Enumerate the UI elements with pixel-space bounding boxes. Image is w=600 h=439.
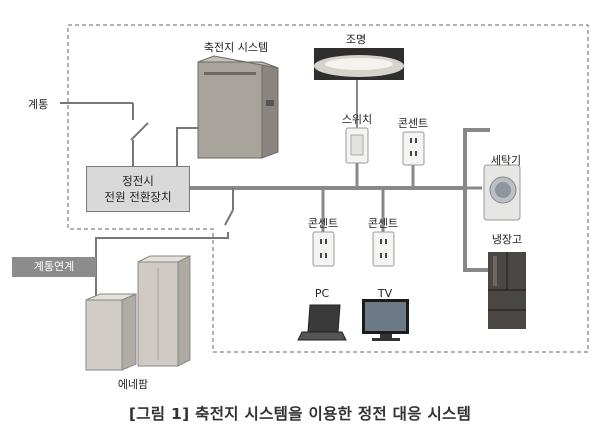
outlet-tv-icon <box>372 231 395 267</box>
ceiling-light-icon <box>314 48 404 80</box>
laptop-icon <box>297 304 347 341</box>
enefarm-label: 에네팜 <box>117 378 149 391</box>
tv-icon <box>362 299 409 341</box>
outlet-top-icon <box>402 131 425 166</box>
fridge-label: 냉장고 <box>491 233 523 246</box>
lighting-label: 조명 <box>345 33 367 46</box>
outlet-tv-label: 콘센트 <box>367 217 399 230</box>
battery-system-label: 축전지 시스템 <box>203 41 269 54</box>
refrigerator-icon <box>488 252 526 329</box>
outlet-pc-label: 콘센트 <box>307 217 339 230</box>
pc-label: PC <box>314 287 330 300</box>
appliance-bracket <box>463 128 490 272</box>
washing-machine-icon <box>483 164 521 221</box>
figure-caption: [그림 1] 축전지 시스템을 이용한 정전 대응 시스템 <box>128 405 472 423</box>
wall-switch-icon <box>345 127 369 164</box>
enefarm-line <box>95 232 229 300</box>
switch-box-line2: 전원 전환장치 <box>104 190 172 204</box>
switch-label: 스위치 <box>341 113 373 126</box>
grid-label: 계통 <box>28 98 49 111</box>
outlet-top-label: 콘센트 <box>397 117 429 130</box>
battery-line <box>176 127 200 166</box>
enefarm-switch-blade <box>224 209 234 226</box>
grid-link-tag: 계통연계 <box>12 257 96 277</box>
battery-cabinet-icon <box>197 55 279 159</box>
enefarm-unit-icon <box>85 255 191 371</box>
house-boundary <box>67 24 589 353</box>
washer-label: 세탁기 <box>490 154 522 167</box>
outlet-pc-icon <box>312 231 335 267</box>
switch-box-line1: 정전시 <box>122 174 154 188</box>
tv-label: TV <box>377 287 393 300</box>
power-switch-box: 정전시 전원 전환장치 <box>86 166 190 212</box>
grid-switch-blade <box>130 122 149 141</box>
